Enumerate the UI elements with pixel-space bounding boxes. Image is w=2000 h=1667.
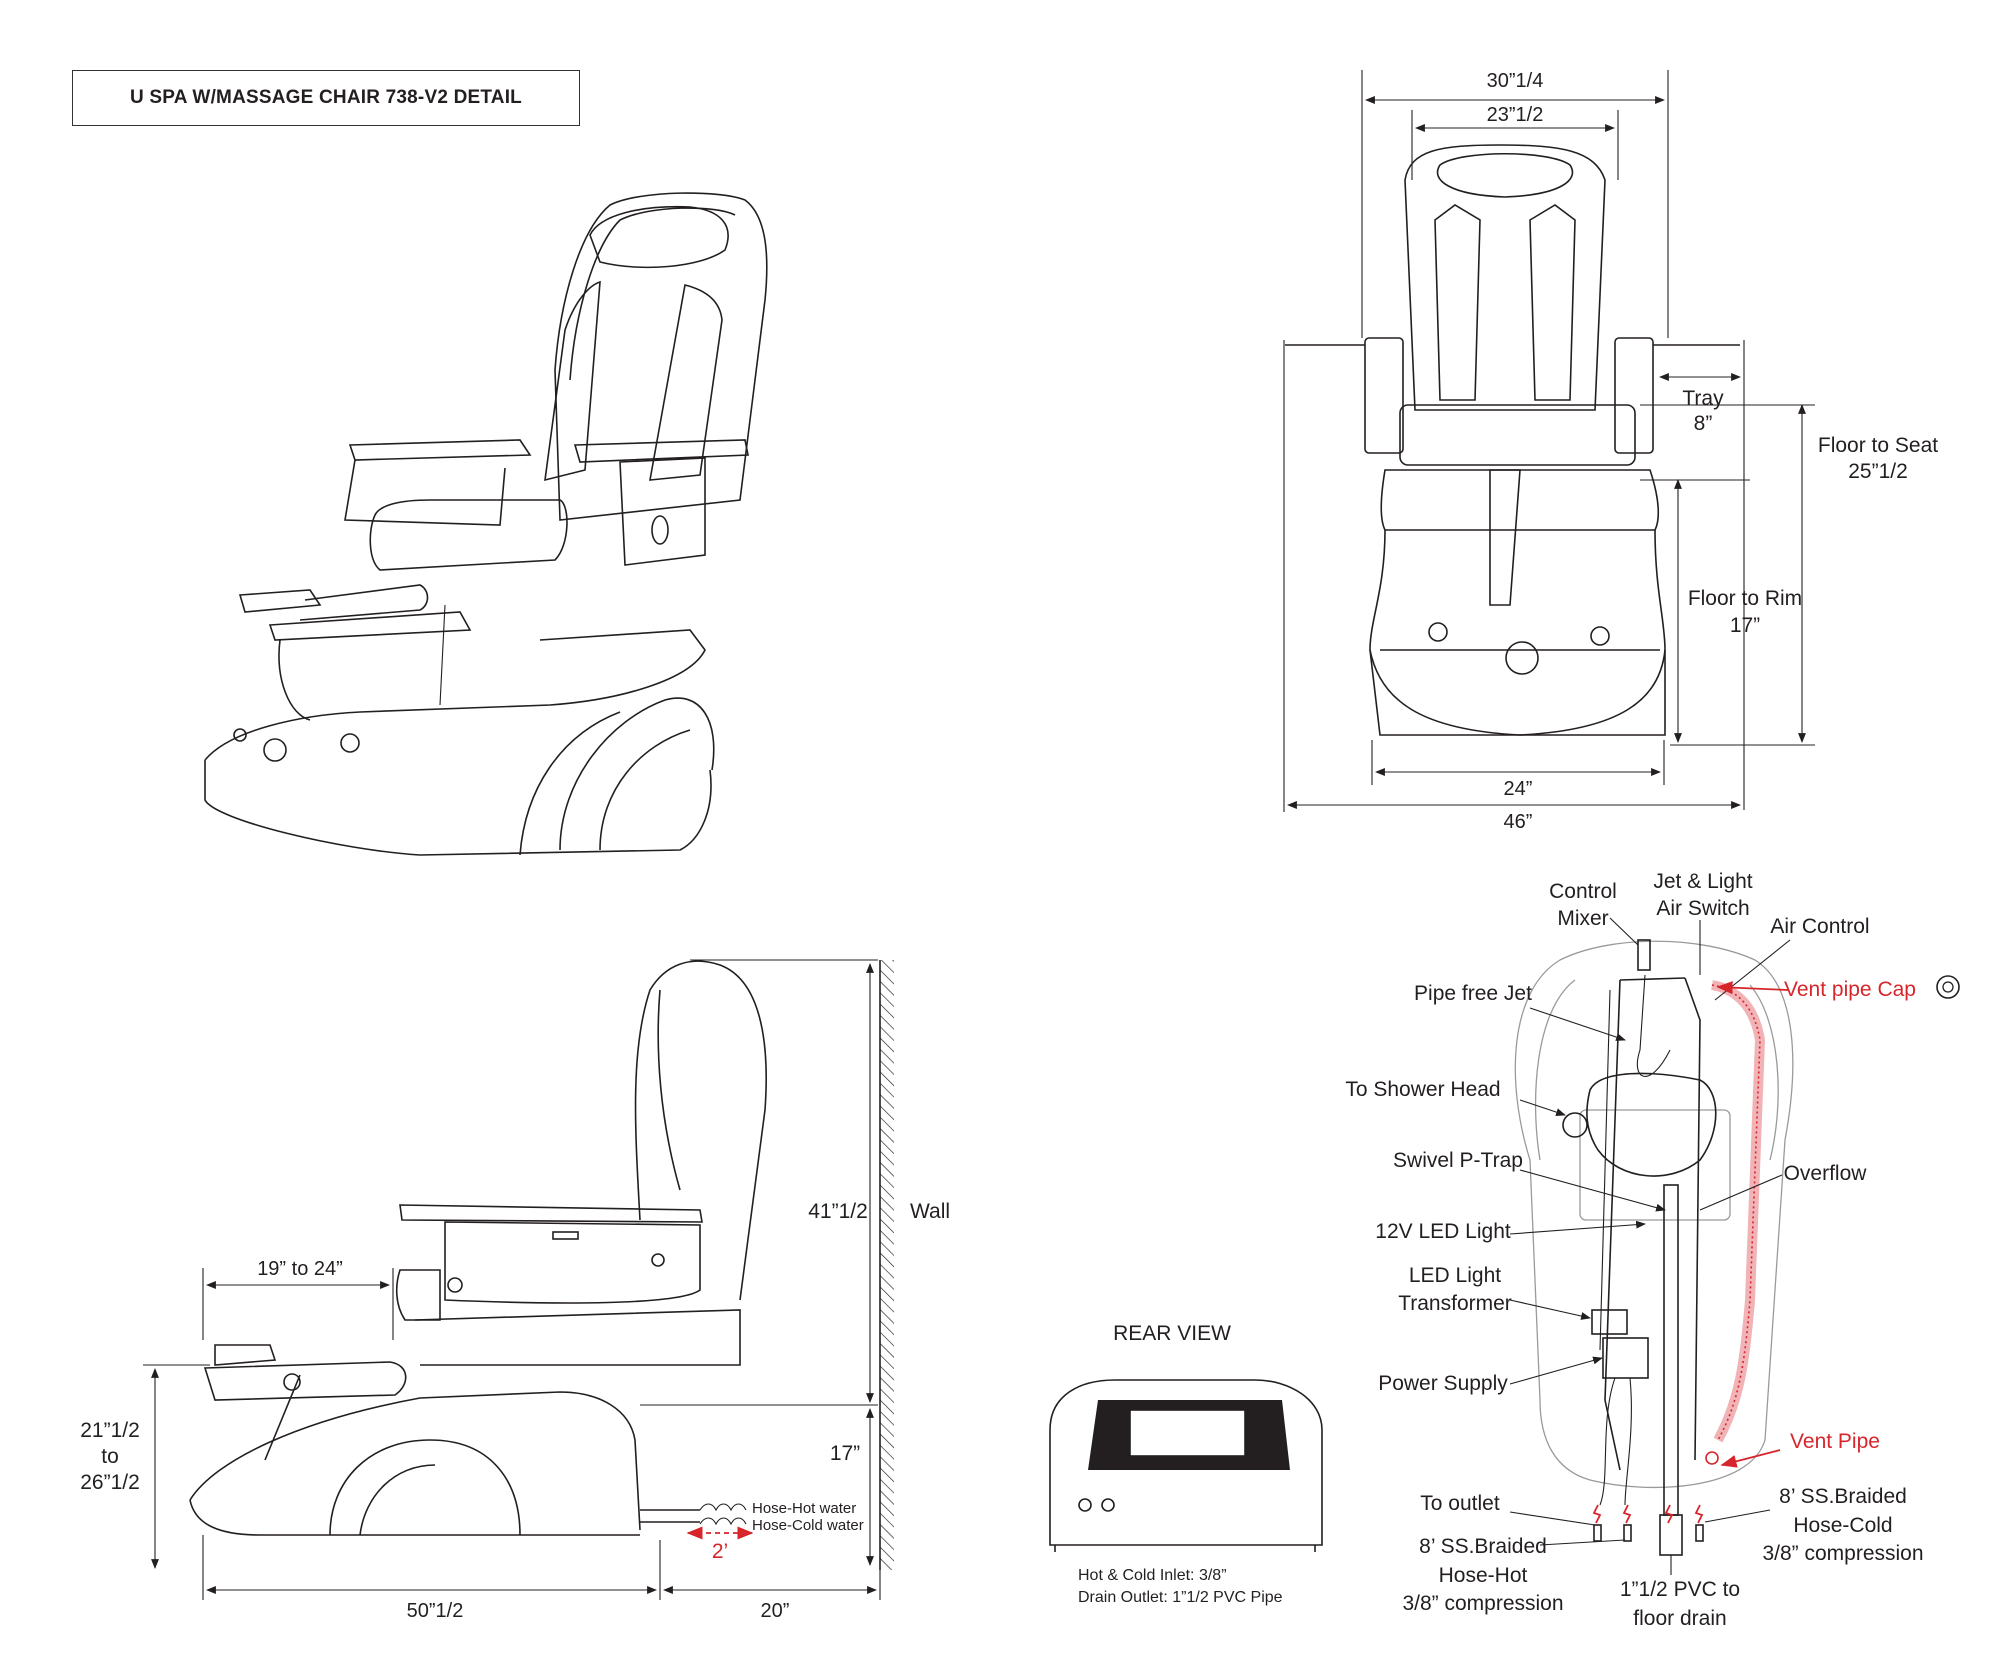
label-drain-2: floor drain [1633, 1607, 1726, 1630]
dim-inner-top: 23”1/2 [1487, 104, 1544, 126]
dim-wall-clearance: 20” [761, 1600, 790, 1622]
rear-inlet-note: Hot & Cold Inlet: 3/8” [1078, 1567, 1227, 1584]
plumbing-diagram: Control Mixer Jet & Light Air Switch Air… [1345, 870, 1960, 1630]
title-box: U SPA W/MASSAGE CHAIR 738-V2 DETAIL [72, 70, 580, 126]
rear-drain-note: Drain Outlet: 1”1/2 PVC Pipe [1078, 1589, 1283, 1606]
label-overflow: Overflow [1784, 1162, 1868, 1185]
dim-length: 50”1/2 [407, 1600, 464, 1622]
label-hose-cold-1: 8’ SS.Braided [1779, 1485, 1907, 1508]
page-title: U SPA W/MASSAGE CHAIR 738-V2 DETAIL [130, 87, 522, 108]
label-jet-light-1: Jet & Light [1653, 870, 1752, 893]
dim-floor-to-rim: Floor to Rim [1688, 587, 1802, 610]
label-vent-pipe: Vent Pipe [1790, 1430, 1880, 1453]
label-control-mixer-1: Control [1549, 880, 1617, 903]
hose-cold-label: Hose-Cold water [752, 1517, 864, 1534]
dim-base-width: 24” [1504, 778, 1533, 800]
rear-view-title: REAR VIEW [1113, 1322, 1231, 1345]
hose-hot-label: Hose-Hot water [752, 1500, 856, 1517]
label-hose-hot-1: 8’ SS.Braided [1419, 1535, 1547, 1558]
label-control-mixer-2: Mixer [1557, 907, 1608, 930]
dim-footrest-height-a: 21”1/2 [80, 1419, 140, 1442]
dim-overall-height: 41”1/2 [808, 1200, 868, 1223]
front-view: 30”1/4 23”1/2 Tray 8” Floor to Seat 25”1… [1283, 70, 1938, 833]
hose-length-label: 2’ [712, 1540, 728, 1563]
label-jet-light-2: Air Switch [1656, 897, 1749, 920]
dim-tray-value: 8” [1694, 412, 1713, 435]
label-drain-1: 1”1/2 PVC to [1620, 1578, 1740, 1601]
label-to-outlet: To outlet [1420, 1492, 1500, 1515]
label-power-supply: Power Supply [1378, 1372, 1508, 1395]
dim-floor-to-rim-value: 17” [1730, 614, 1760, 637]
dim-tray: Tray [1682, 387, 1724, 410]
label-pipe-free-jet: Pipe free Jet [1414, 982, 1532, 1005]
label-led-light: 12V LED Light [1375, 1220, 1511, 1243]
label-transformer-2: Transformer [1398, 1292, 1512, 1315]
dim-overall-width: 46” [1504, 811, 1533, 833]
label-transformer-1: LED Light [1409, 1264, 1501, 1287]
label-hose-hot-2: Hose-Hot [1439, 1564, 1528, 1587]
dim-floor-to-seat-value: 25”1/2 [1848, 460, 1908, 483]
label-air-control: Air Control [1770, 915, 1869, 938]
label-hose-hot-3: 3/8” compression [1402, 1592, 1563, 1615]
dim-overall-top: 30”1/4 [1487, 70, 1544, 92]
dim-footrest-reach: 19” to 24” [257, 1258, 343, 1280]
side-view: 41”1/2 Wall 17” 19” to 24” 21”1/2 to 26”… [80, 959, 950, 1622]
label-shower-head: To Shower Head [1345, 1078, 1500, 1101]
label-vent-pipe-cap: Vent pipe Cap [1784, 978, 1916, 1001]
vent-cap-icon [1936, 975, 1960, 999]
dim-footrest-height-to: to [101, 1445, 119, 1468]
isometric-chair-view [204, 192, 768, 856]
dim-floor-to-seat: Floor to Seat [1818, 434, 1938, 457]
label-p-trap: Swivel P-Trap [1393, 1149, 1523, 1172]
dim-rim-height: 17” [830, 1442, 860, 1465]
label-hose-cold-2: Hose-Cold [1793, 1514, 1892, 1537]
label-hose-cold-3: 3/8” compression [1762, 1542, 1923, 1565]
dim-footrest-height-b: 26”1/2 [80, 1471, 140, 1494]
rear-view: REAR VIEW Hot & Cold Inlet: 3/8” Drain O… [1049, 1322, 1323, 1606]
wall-label: Wall [910, 1200, 950, 1223]
